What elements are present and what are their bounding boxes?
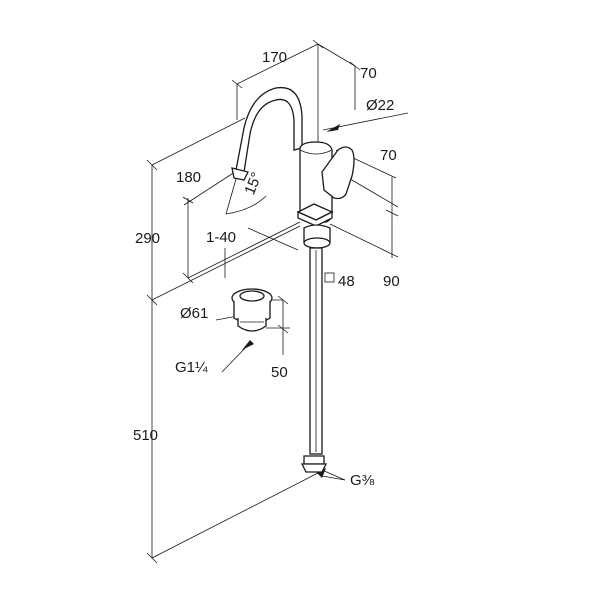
label-spout-reach: 170 [262, 49, 287, 66]
label-waste-thread: G1¼ [175, 359, 208, 376]
square-symbol-icon [324, 272, 335, 283]
label-deck-thickness: 1-40 [206, 229, 236, 246]
label-spout-diameter: Ø22 [366, 97, 394, 114]
label-total-height: 290 [135, 230, 160, 247]
dimension-arrows [242, 124, 340, 478]
label-hose-thread: G⅜ [350, 472, 375, 489]
label-base-square: 48 [338, 273, 355, 290]
label-waste-diameter: Ø61 [180, 305, 208, 322]
dimension-lines [146, 39, 409, 564]
faucet-body [231, 86, 355, 473]
label-base-depth: 70 [360, 65, 377, 82]
waste-valve [231, 288, 273, 332]
label-hose-length: 510 [133, 427, 158, 444]
label-spout-height: 180 [176, 169, 201, 186]
label-lever-height: 70 [380, 147, 397, 164]
dimension-labels: 170 70 Ø22 70 180 15° 290 1-40 48 90 Ø61… [133, 49, 400, 489]
label-base-offset: 90 [383, 273, 400, 290]
label-waste-height: 50 [271, 364, 288, 381]
